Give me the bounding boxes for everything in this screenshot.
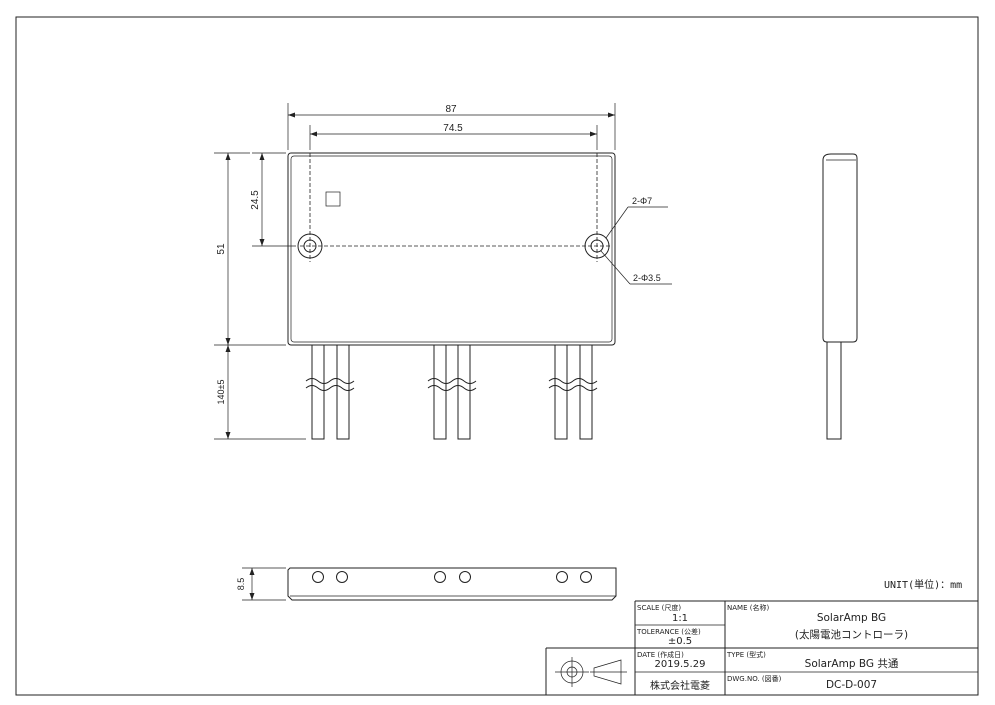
side-lead xyxy=(826,341,842,440)
unit-label: UNIT(単位)：mm xyxy=(884,580,963,591)
type-value: SolarAmp BG 共通 xyxy=(804,658,899,670)
dwg-label: DWG.NO. (図番) xyxy=(727,675,782,683)
width-dimension: 87 xyxy=(287,103,616,150)
bottom-view: 8.5 xyxy=(236,567,617,601)
drawing-border xyxy=(15,16,979,696)
date-label: DATE (作成日) xyxy=(637,651,684,659)
dim-overall-width: 87 xyxy=(445,104,457,115)
front-view: 87 74.5 24.5 51 140±5 xyxy=(214,103,672,440)
mount-hole-left-outer xyxy=(297,233,323,259)
title-block-grid xyxy=(545,600,978,695)
lead-wires xyxy=(305,344,598,440)
bottom-body-outline xyxy=(287,567,617,601)
side-body-outline xyxy=(822,153,858,343)
mount-hole-left-inner xyxy=(303,239,317,253)
body-height-dimension: 51 xyxy=(214,152,286,346)
dim-hole-pitch: 74.5 xyxy=(443,123,463,134)
dim-lead-length: 140±5 xyxy=(216,380,226,405)
front-body-outline xyxy=(287,152,616,346)
drawing-number: DC-D-007 xyxy=(825,679,878,691)
scale-label: SCALE (尺度) xyxy=(637,604,682,612)
company-name: 株式会社電菱 xyxy=(650,681,710,692)
mount-hole-right-outer xyxy=(584,233,610,259)
square-marker xyxy=(325,191,341,207)
name-label: NAME (名称) xyxy=(727,604,770,612)
product-description: (太陽電池コントローラ) xyxy=(794,629,909,641)
hole-callouts: 2-Φ7 2-Φ3.5 xyxy=(600,196,672,285)
type-label: TYPE (型式) xyxy=(727,651,766,659)
callout-hole-inner: 2-Φ3.5 xyxy=(633,273,661,283)
tolerance-label: TOLERANCE (公差) xyxy=(637,628,701,636)
dim-hole-height: 24.5 xyxy=(250,190,261,210)
side-view xyxy=(822,153,858,440)
dim-thickness: 8.5 xyxy=(236,578,246,591)
callout-hole-outer: 2-Φ7 xyxy=(632,196,652,206)
lead-length-dimension: 140±5 xyxy=(214,345,306,440)
dim-body-height: 51 xyxy=(216,243,227,255)
third-angle-projection-icon xyxy=(555,657,627,687)
product-name: SolarAmp BG xyxy=(816,612,887,624)
date-value: 2019.5.29 xyxy=(654,659,706,670)
tolerance-value: ±0.5 xyxy=(667,636,693,647)
thickness-dimension: 8.5 xyxy=(236,567,286,601)
front-body-inner-edge xyxy=(290,155,613,343)
scale-value: 1:1 xyxy=(671,613,689,624)
pitch-dimension: 74.5 xyxy=(309,123,598,150)
mount-hole-right-inner xyxy=(590,239,604,253)
hole-height-dimension: 24.5 xyxy=(250,152,296,247)
